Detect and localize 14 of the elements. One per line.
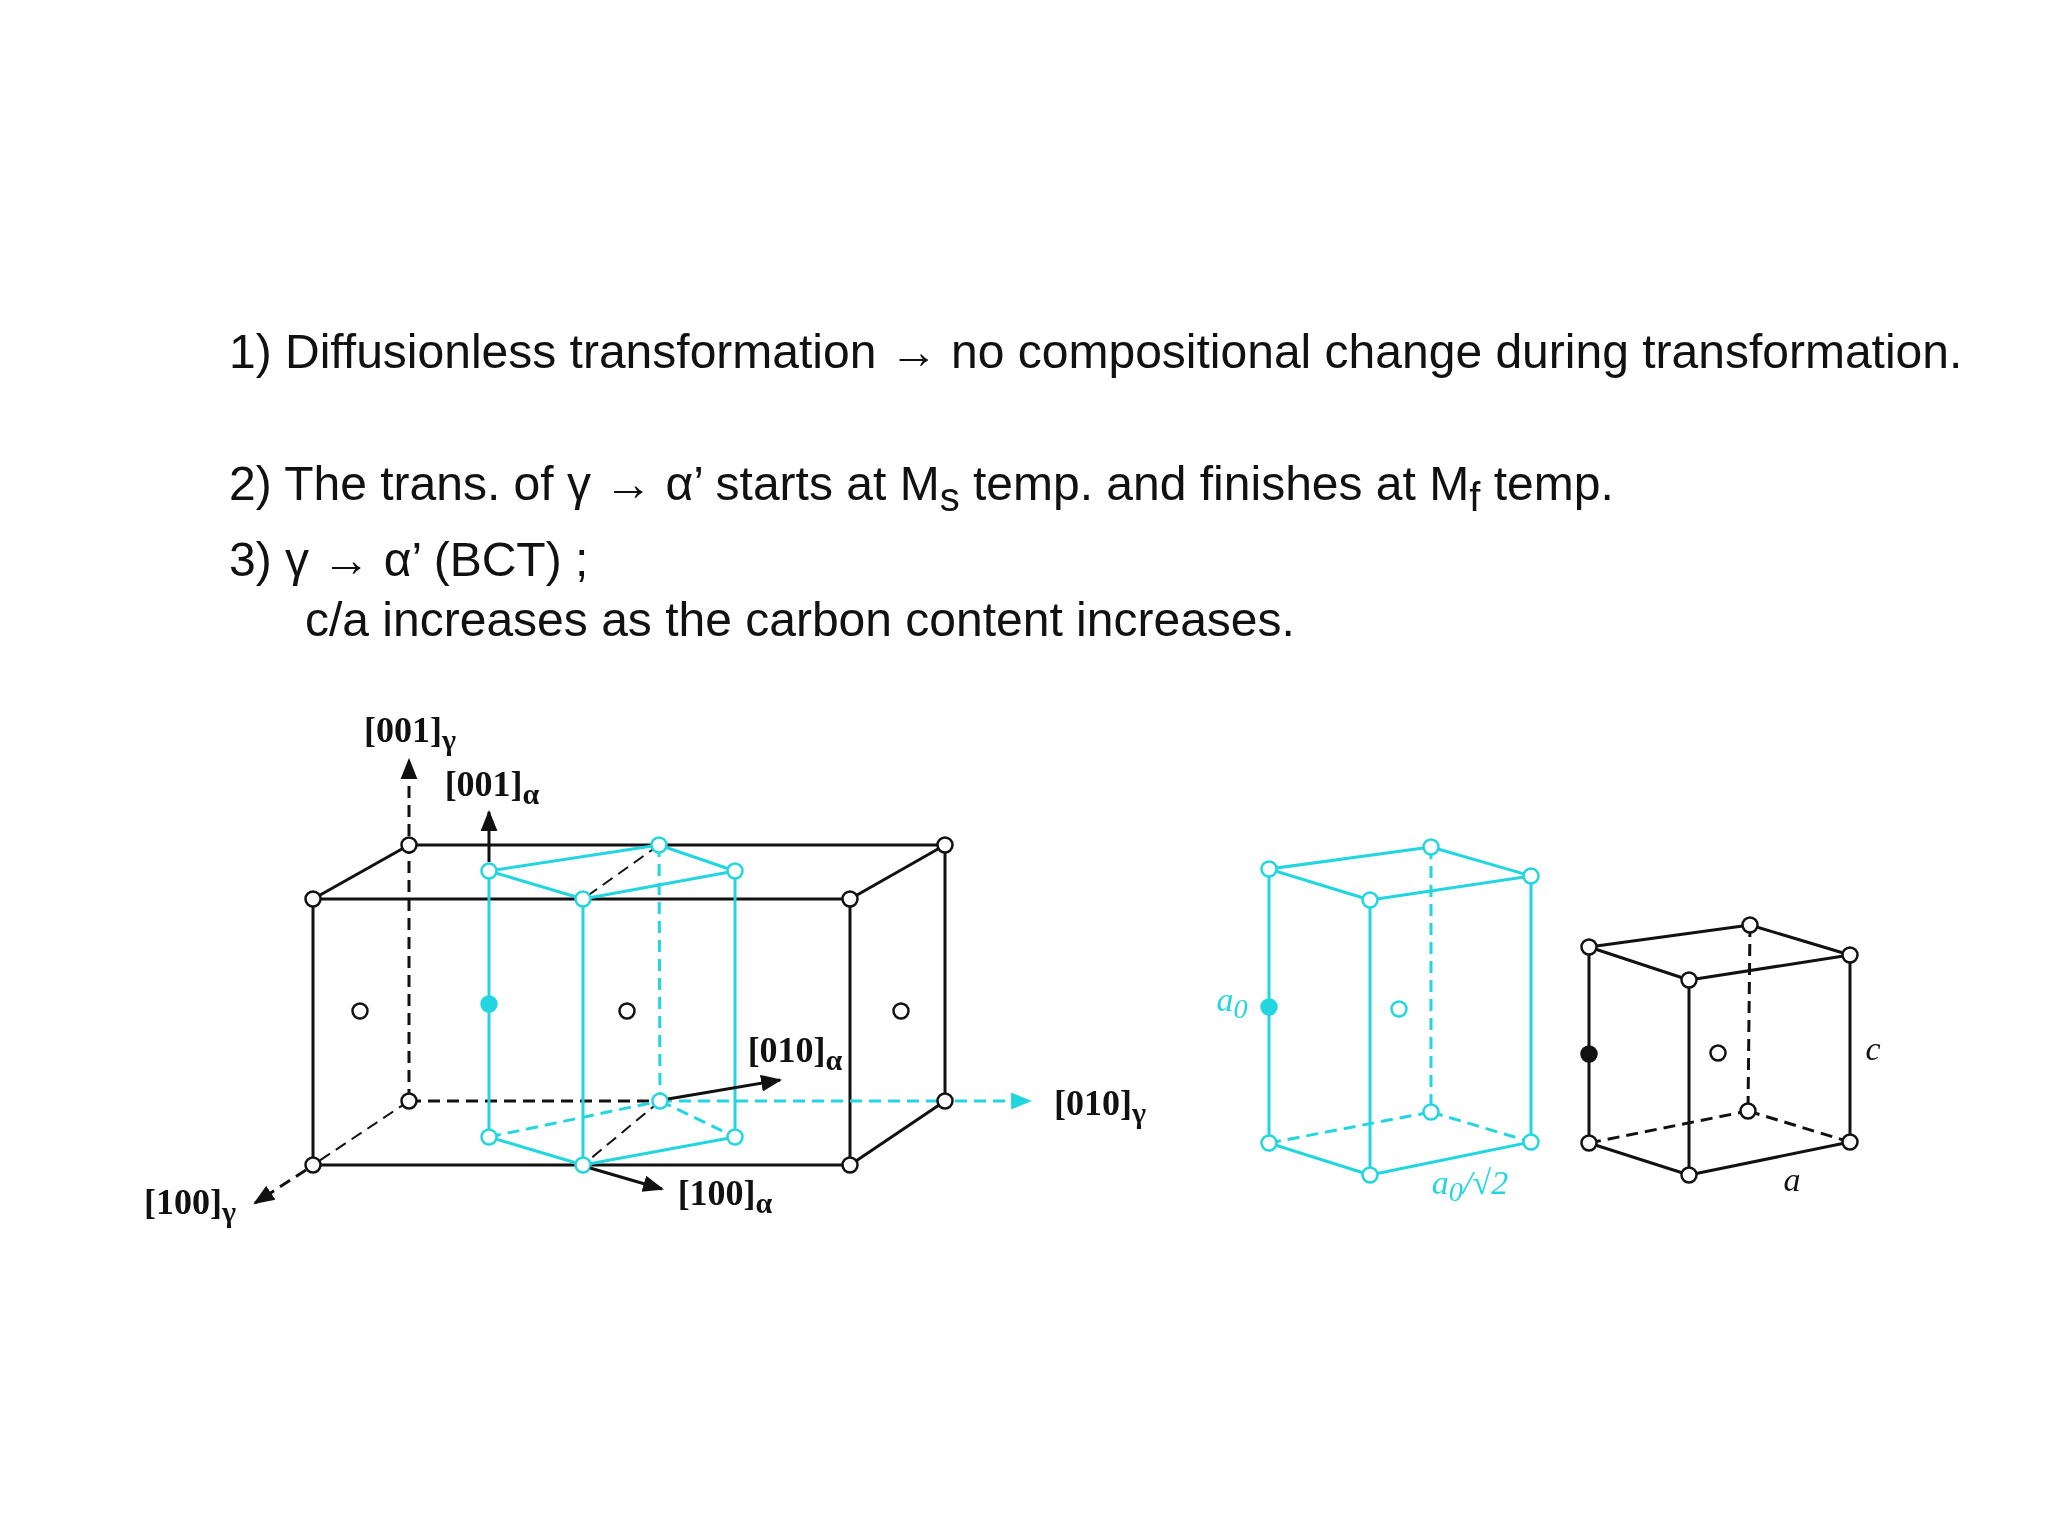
statement-text: c/a increases as the carbon content increases. (305, 592, 1296, 648)
axis-label: [100]$_{α}$ (677, 1171, 773, 1221)
lattice-parameter-label: a$_{0}$ (1216, 980, 1248, 1026)
axis-label: [001]$_{α}$ (444, 762, 540, 812)
axis-label: [100]$_{γ}$ (144, 1180, 236, 1230)
statement-text: 3) γ → α’ (BCT) ; (229, 532, 590, 588)
statement-text: 1) Diffusionless transformation → no compositional change during transformation. (229, 324, 1964, 380)
lattice-parameter-label: a (1783, 1161, 1801, 1199)
lattice-parameter-label: a$_{0}$/√2 (1431, 1163, 1509, 1209)
axis-label: [001]$_{γ}$ (364, 708, 456, 758)
axis-label: [010]$_{α}$ (747, 1028, 843, 1078)
statement-text: 2) The trans. of γ → α’ starts at M$_{s}$ temp. and finishes at M$_{f}$ temp. (229, 456, 1615, 521)
lattice-parameter-label: c (1865, 1030, 1881, 1068)
axis-label: [010]$_{γ}$ (1054, 1081, 1146, 1131)
